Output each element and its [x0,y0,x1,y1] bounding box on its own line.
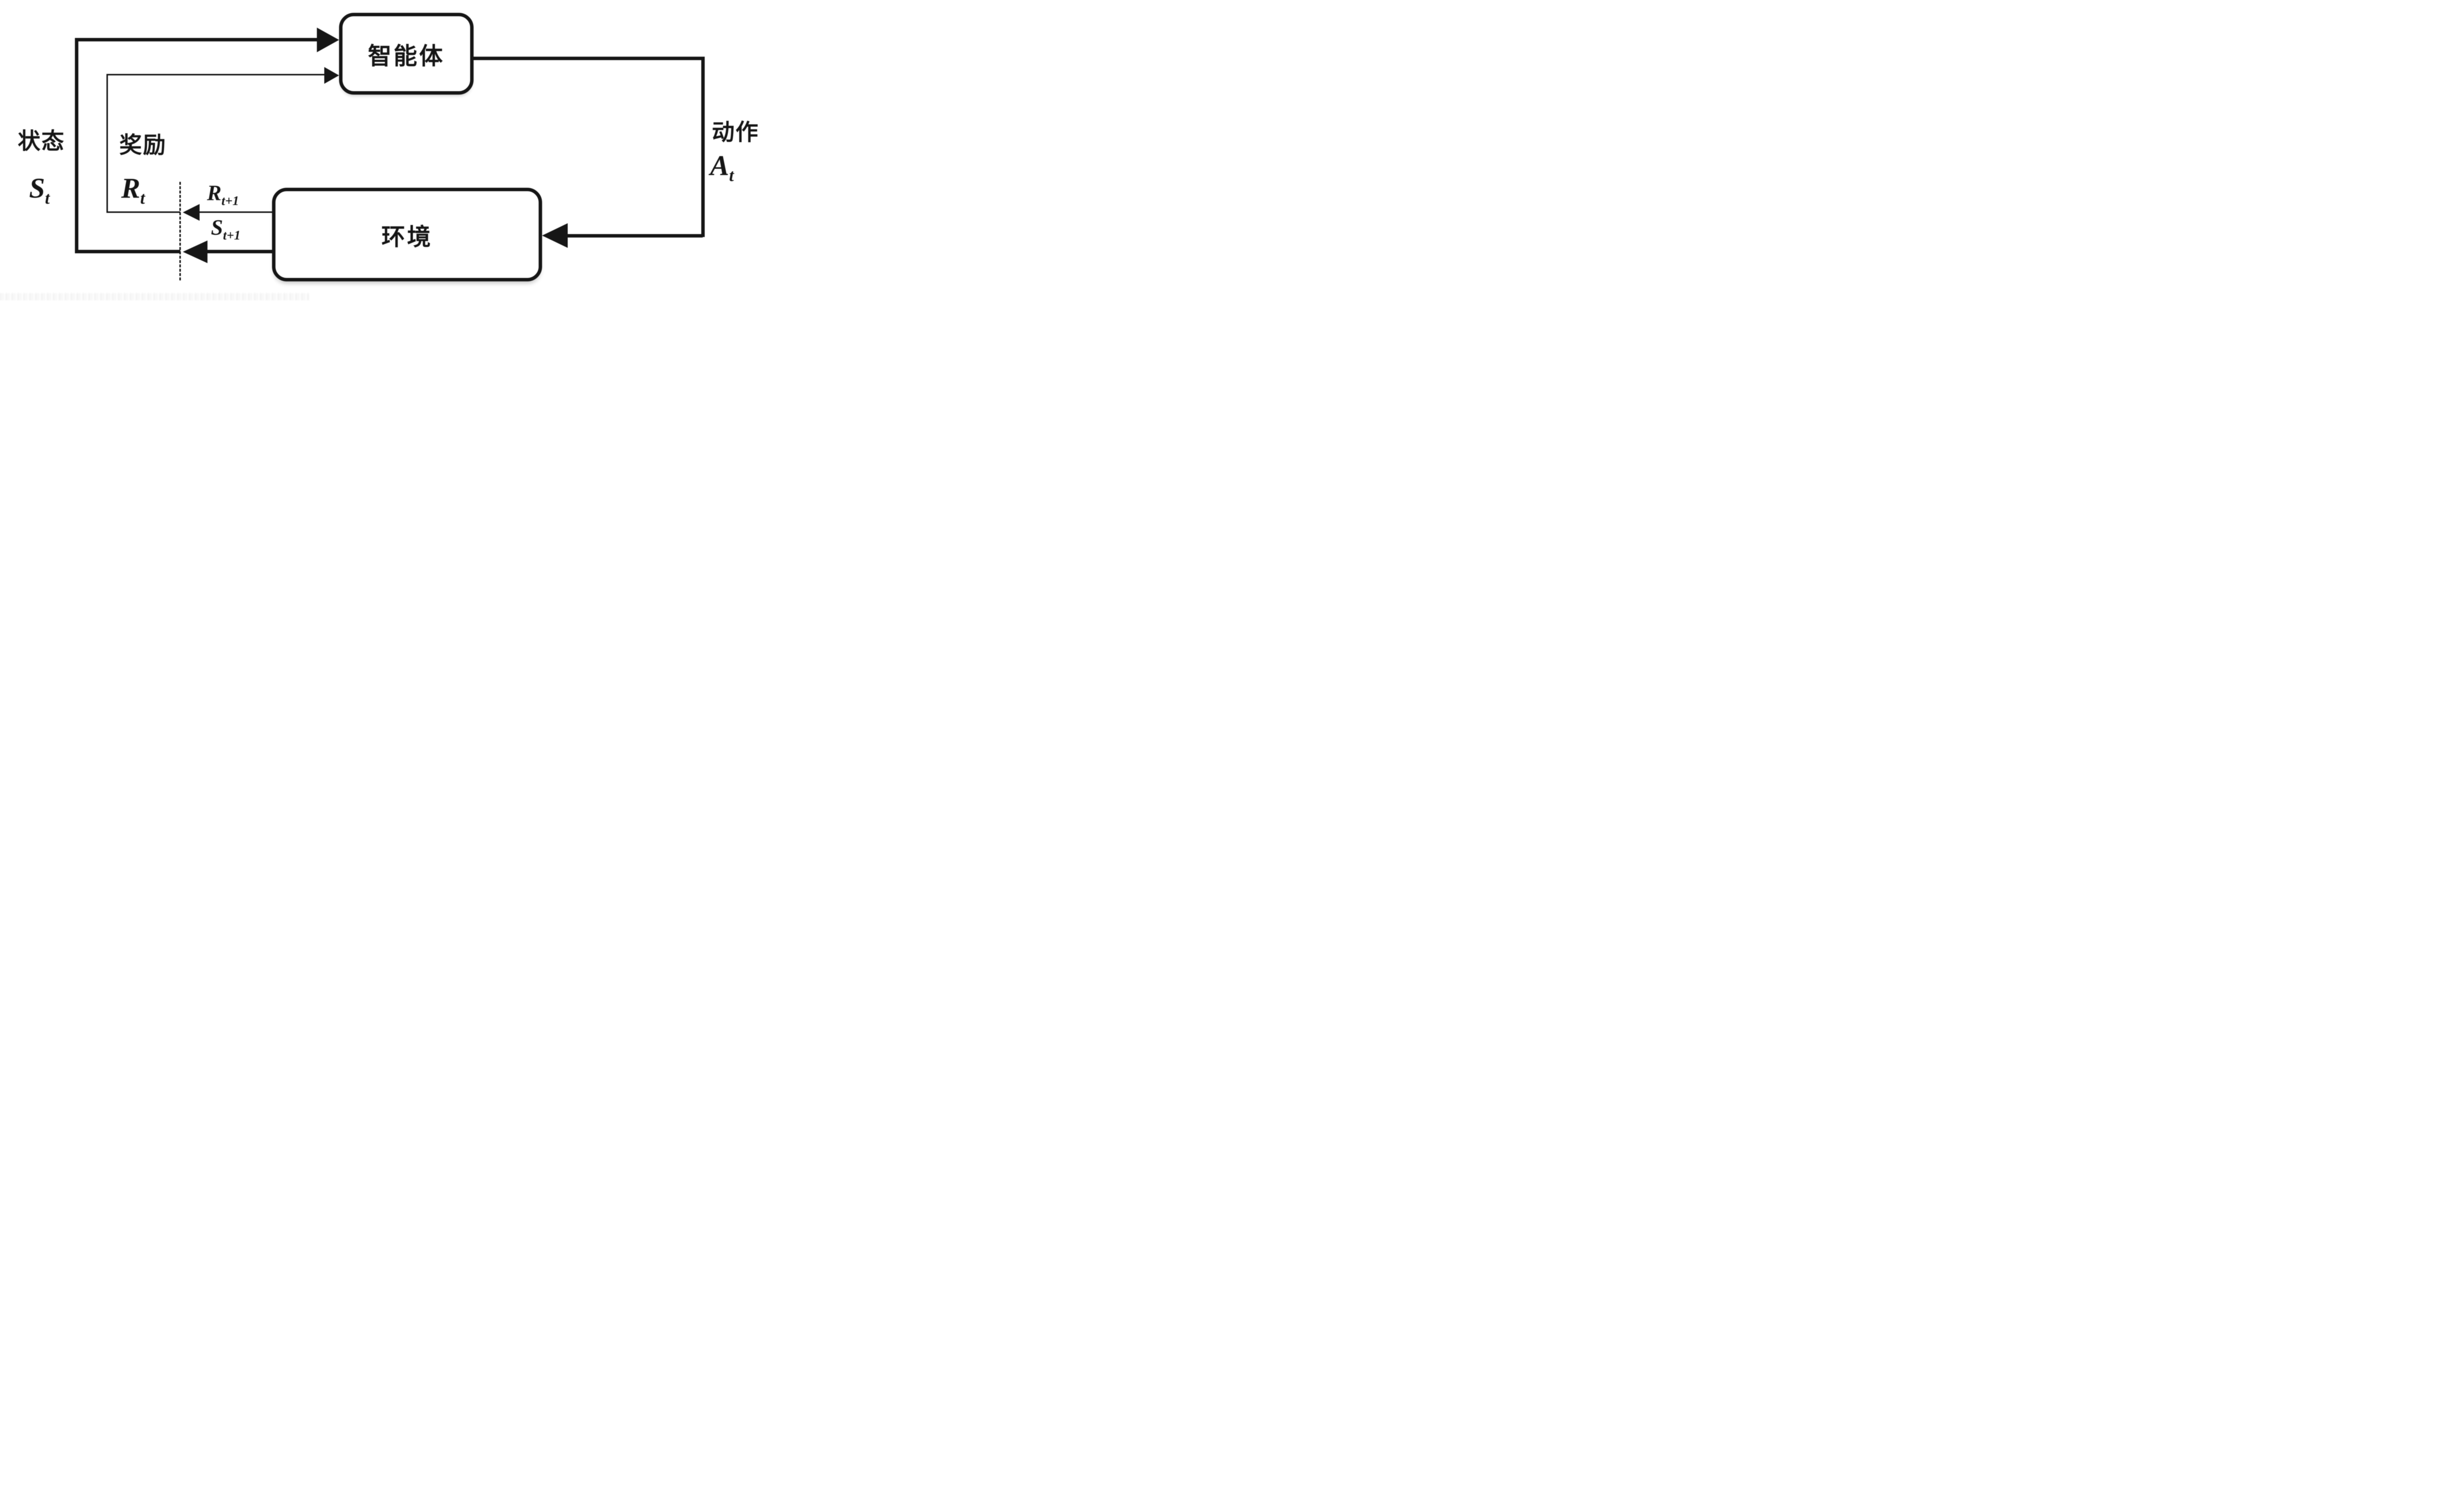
action-line-top [474,57,705,60]
next-state-arrowhead [183,240,207,263]
next-reward-arrowhead [183,204,200,221]
state-symbol-main: S [29,172,45,204]
next-state-symbol-main: S [211,215,223,239]
action-line-bottom [568,234,703,238]
reward-arrowhead-into-agent [324,67,339,84]
state-symbol-sub: t [45,188,50,208]
next-reward-symbol-main: R [207,181,222,205]
reward-line-vertical [106,74,108,212]
next-reward-symbol-sub: t+1 [221,193,239,208]
state-line-bottom [75,250,180,253]
reward-symbol-main: R [121,172,140,204]
reward-symbol-sub: t [140,188,145,208]
action-symbol-main: A [710,149,729,181]
action-label-cn: 动作 [712,120,759,145]
agent-box: 智能体 [339,13,474,95]
rl-agent-environment-loop-diagram: 智能体 环境 状态 St 奖励 Rt 动作 At Rt+1 St+1 [0,0,788,301]
reward-label-cn: 奖励 [119,133,167,158]
next-reward-line [200,211,274,213]
action-symbol: At [700,149,744,185]
next-state-line [207,250,274,253]
cropped-caption-remnant [0,293,308,301]
action-symbol-sub: t [729,166,734,185]
agent-box-label: 智能体 [368,43,445,69]
action-arrowhead-into-environment [542,223,568,248]
next-reward-symbol: Rt+1 [207,180,266,208]
time-boundary-dashed-line [179,182,181,280]
next-state-symbol: St+1 [211,215,270,242]
reward-line-top [106,74,324,75]
reward-line-bottom [106,211,180,213]
state-symbol: St [20,171,59,208]
next-state-symbol-sub: t+1 [223,227,241,242]
state-label-cn: 状态 [18,129,65,154]
environment-box-label: 环境 [381,224,433,250]
state-arrowhead-into-agent [317,28,339,52]
reward-symbol: Rt [111,171,155,208]
state-line-vertical [75,38,78,253]
action-line-vertical [701,57,705,237]
environment-box: 环境 [272,188,542,281]
state-line-top [75,38,317,41]
